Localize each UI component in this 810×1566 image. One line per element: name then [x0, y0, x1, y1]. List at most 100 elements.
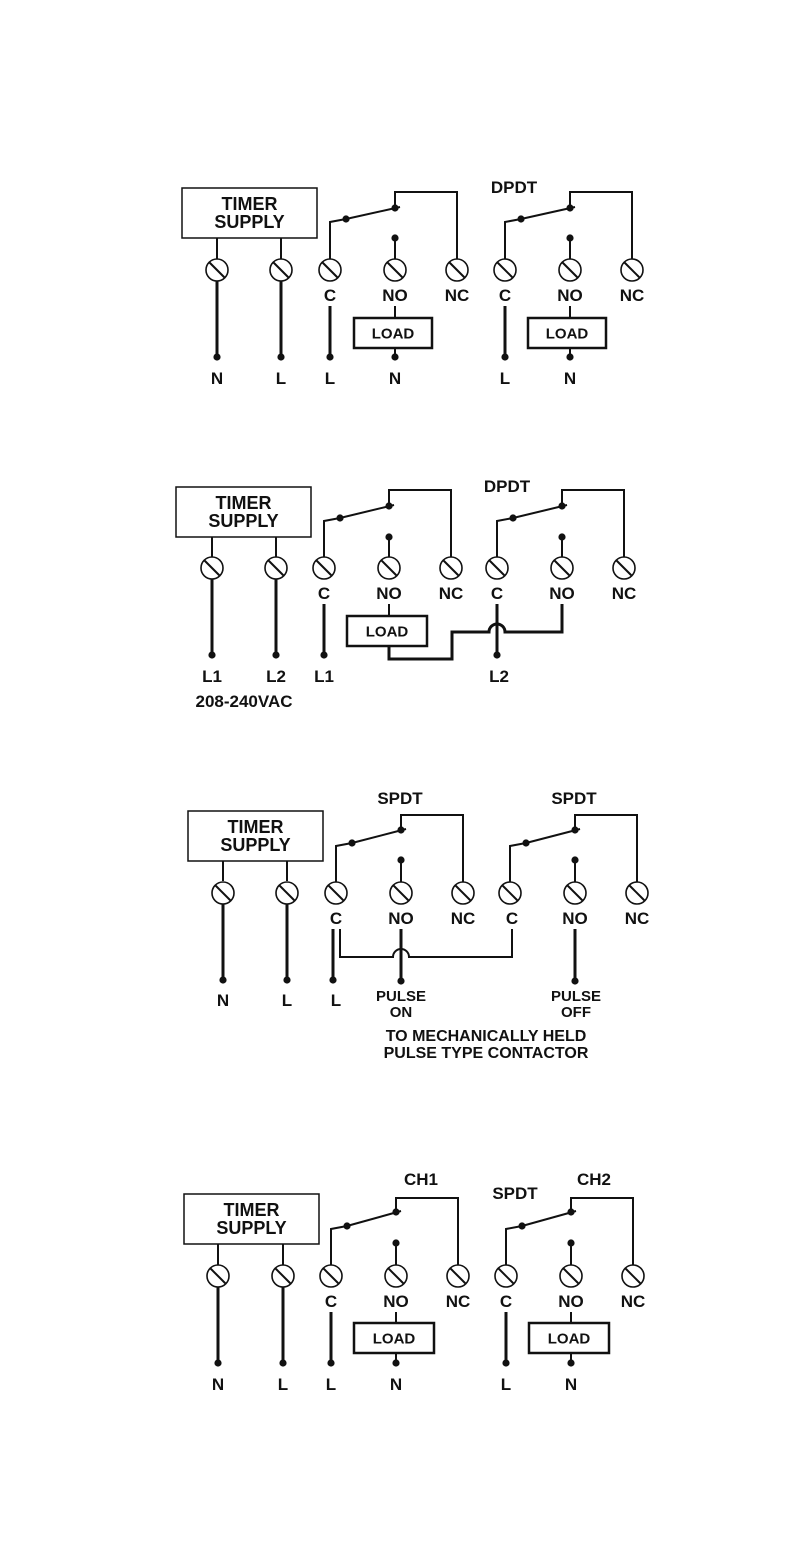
switch-type-label: DPDT [484, 477, 531, 496]
load-label: LOAD [373, 1331, 416, 1348]
terminal-label: L1 [314, 667, 334, 686]
pulse-off-label: PULSE [551, 988, 601, 1005]
channel-label: CH2 [577, 1170, 611, 1189]
terminal-label: NC [625, 909, 650, 928]
terminal-label: C [491, 584, 503, 603]
load-label: LOAD [546, 326, 589, 343]
common-jumper [340, 929, 512, 957]
terminal-label: NC [612, 584, 637, 603]
pulse-on-label: ON [390, 1004, 413, 1021]
switch-type-label: SPDT [551, 789, 597, 808]
terminal-label: NC [439, 584, 464, 603]
lead-end-dot [502, 1359, 509, 1366]
lead-end-dot [329, 976, 336, 983]
switch-type-label: DPDT [491, 178, 538, 197]
terminal-label: NO [558, 1292, 584, 1311]
lead-end-dot [326, 353, 333, 360]
lead-end-dot [272, 651, 279, 658]
common-lead [497, 518, 513, 557]
lead-end-dot [320, 651, 327, 658]
timer-supply-label: SUPPLY [216, 1218, 286, 1238]
diagram-1-dpdt: TIMERSUPPLYDPDTCNONCCNONCLOADLOADNLLNLN [182, 178, 644, 388]
lead-end-dot [566, 353, 573, 360]
lead-end-dot [397, 977, 404, 984]
terminal-label: NO [376, 584, 402, 603]
timer-supply-label: TIMER [228, 817, 284, 837]
terminal-label: NO [383, 1292, 409, 1311]
terminal-label: NO [382, 286, 408, 305]
terminal-label: L [331, 991, 341, 1010]
lead-end-dot [567, 1359, 574, 1366]
terminal-label: NC [451, 909, 476, 928]
terminal-label: NC [620, 286, 645, 305]
nc-lead [401, 815, 463, 882]
terminal-label: C [325, 1292, 337, 1311]
nc-lead [389, 490, 451, 557]
terminal-label: N [212, 1375, 224, 1394]
terminal-label: L [325, 369, 335, 388]
terminal-label: NC [446, 1292, 471, 1311]
nc-lead [562, 490, 624, 557]
lead-end-dot [279, 1359, 286, 1366]
timer-supply-label: TIMER [216, 493, 272, 513]
terminal-label: L [326, 1375, 336, 1394]
terminal-label: N [390, 1375, 402, 1394]
voltage-label: 208-240VAC [195, 692, 292, 711]
lead-end-dot [501, 353, 508, 360]
lead-end-dot [283, 976, 290, 983]
timer-supply-label: TIMER [224, 1200, 280, 1220]
terminal-label: NO [549, 584, 575, 603]
common-lead [506, 1226, 522, 1265]
nc-lead [570, 192, 632, 259]
load-label: LOAD [372, 326, 415, 343]
common-lead [510, 843, 526, 882]
nc-lead [571, 1198, 633, 1265]
terminal-label: L1 [202, 667, 222, 686]
terminal-label: NO [557, 286, 583, 305]
terminal-label: L [278, 1375, 288, 1394]
terminal-label: L2 [489, 667, 509, 686]
terminal-label: L2 [266, 667, 286, 686]
terminal-label: C [500, 1292, 512, 1311]
lead-end-dot [213, 353, 220, 360]
lead-end-dot [392, 1359, 399, 1366]
common-lead [330, 219, 346, 259]
terminal-label: N [211, 369, 223, 388]
load-label: LOAD [366, 624, 409, 641]
common-lead [336, 843, 352, 882]
terminal-label: L [501, 1375, 511, 1394]
contactor-note: PULSE TYPE CONTACTOR [384, 1045, 589, 1062]
nc-lead [395, 192, 457, 259]
terminal-label: NC [445, 286, 470, 305]
timer-supply-label: TIMER [222, 194, 278, 214]
lead-end-dot [208, 651, 215, 658]
terminal-label: C [318, 584, 330, 603]
terminal-label: N [565, 1375, 577, 1394]
nc-lead [396, 1198, 458, 1265]
terminal-label: NO [388, 909, 414, 928]
terminal-label: L [276, 369, 286, 388]
switch-type-label: SPDT [377, 789, 423, 808]
diagram-3-pulse-contactor: TIMERSUPPLYSPDTSPDTCNONCCNONCNLLPULSEONP… [188, 789, 649, 1062]
contactor-note: TO MECHANICALLY HELD [386, 1028, 587, 1045]
lead-end-dot [277, 353, 284, 360]
lead-end-dot [219, 976, 226, 983]
lead-end-dot [571, 977, 578, 984]
terminal-label: C [330, 909, 342, 928]
pulse-off-label: OFF [561, 1004, 591, 1021]
terminal-label: N [564, 369, 576, 388]
terminal-label: N [217, 991, 229, 1010]
lead-end-dot [391, 353, 398, 360]
load-label: LOAD [548, 1331, 591, 1348]
terminal-label: C [324, 286, 336, 305]
common-lead [324, 518, 340, 557]
nc-lead [575, 815, 637, 882]
terminal-label: C [506, 909, 518, 928]
timer-supply-label: SUPPLY [214, 212, 284, 232]
terminal-label: NC [621, 1292, 646, 1311]
common-lead [505, 219, 521, 259]
lead-end-dot [493, 651, 500, 658]
timer-supply-label: SUPPLY [208, 511, 278, 531]
